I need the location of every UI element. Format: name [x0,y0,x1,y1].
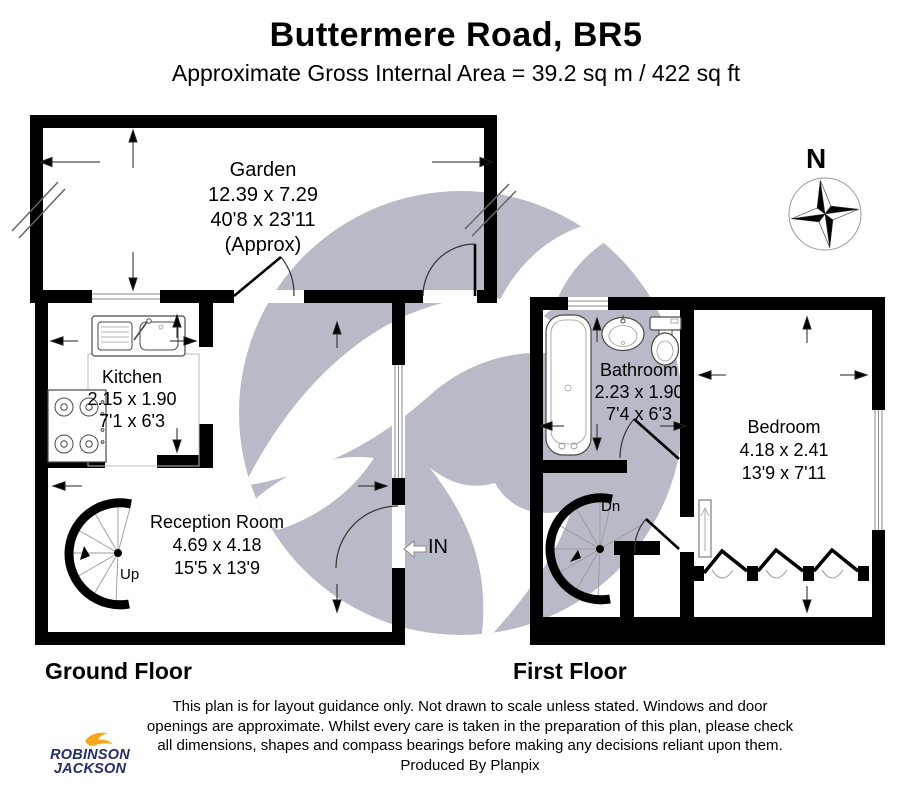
ground-floor-title: Ground Floor [45,658,192,684]
logo-line1: ROBINSON [50,747,130,763]
room-dim-metric: 4.69 x 4.18 [172,535,262,555]
toilet-icon [649,316,682,366]
room-name: Garden [229,159,297,181]
window-frames [92,293,883,530]
radiator-icon [698,499,712,558]
room-dim-metric: 2.15 x 1.90 [87,389,177,409]
bathtub-icon [545,314,592,456]
dimension-arrows [38,128,869,614]
compass-north-label: N [806,143,827,174]
room-dim-imperial: 13'9 x 7'11 [741,463,827,483]
room-dim-imperial: 7'1 x 6'3 [99,411,165,431]
stairs-up-label: Up [120,566,140,583]
room-name: Bathroom [599,360,679,380]
page-title: Buttermere Road, BR5 [269,16,643,54]
room-dim-imperial: 40'8 x 23'11 [210,209,316,231]
bedroom-room-label: Bedroom 4.18 x 2.41 13'9 x 7'11 [739,416,828,485]
first-floor-title: First Floor [513,658,627,684]
room-name: Bedroom [747,417,821,437]
compass-rose-icon [788,177,862,251]
entrance-label: IN [428,536,448,558]
produced-by-text: Produced By Planpix [400,756,540,774]
robinson-jackson-logo: ROBINSON JACKSON [40,730,140,776]
kitchen-room-label: Kitchen 2.15 x 1.90 7'1 x 6'3 [87,366,176,432]
wardrobe-doors [693,547,869,581]
room-dim-metric: 12.39 x 7.29 [207,184,319,206]
bathroom-room-label: Bathroom 2.23 x 1.90 7'4 x 6'3 [594,359,683,425]
stairs-down-label: Dn [601,498,621,515]
door-swings [233,243,680,569]
room-name: Kitchen [101,367,163,387]
room-dim-metric: 4.18 x 2.41 [739,440,829,460]
swallow-icon [85,732,113,746]
kitchen-sink-icon [91,315,186,357]
entrance-arrow-icon [403,539,427,559]
spiral-staircase-ground [64,498,132,610]
room-dim-imperial: 7'4 x 6'3 [606,404,672,424]
basin-icon [601,315,645,352]
garden-room-label: Garden 12.39 x 7.29 40'8 x 23'11 (Approx… [208,158,318,258]
room-dim-metric: 2.23 x 1.90 [594,382,684,402]
garden-break-marks [11,181,517,239]
logo-line2: JACKSON [53,760,127,777]
disclaimer-text: This plan is for layout guidance only. N… [146,698,794,754]
reception-room-label: Reception Room 4.69 x 4.18 15'5 x 13'9 [150,511,284,580]
first-floor-walls [530,297,885,645]
hob-icon [47,389,107,463]
room-note: (Approx) [224,234,302,256]
room-name: Reception Room [149,512,285,532]
spiral-staircase-first [545,493,644,605]
footer: This plan is for layout guidance only. N… [140,697,800,775]
room-dim-imperial: 15'5 x 13'9 [174,558,260,578]
page-subtitle: Approximate Gross Internal Area = 39.2 s… [171,60,741,86]
